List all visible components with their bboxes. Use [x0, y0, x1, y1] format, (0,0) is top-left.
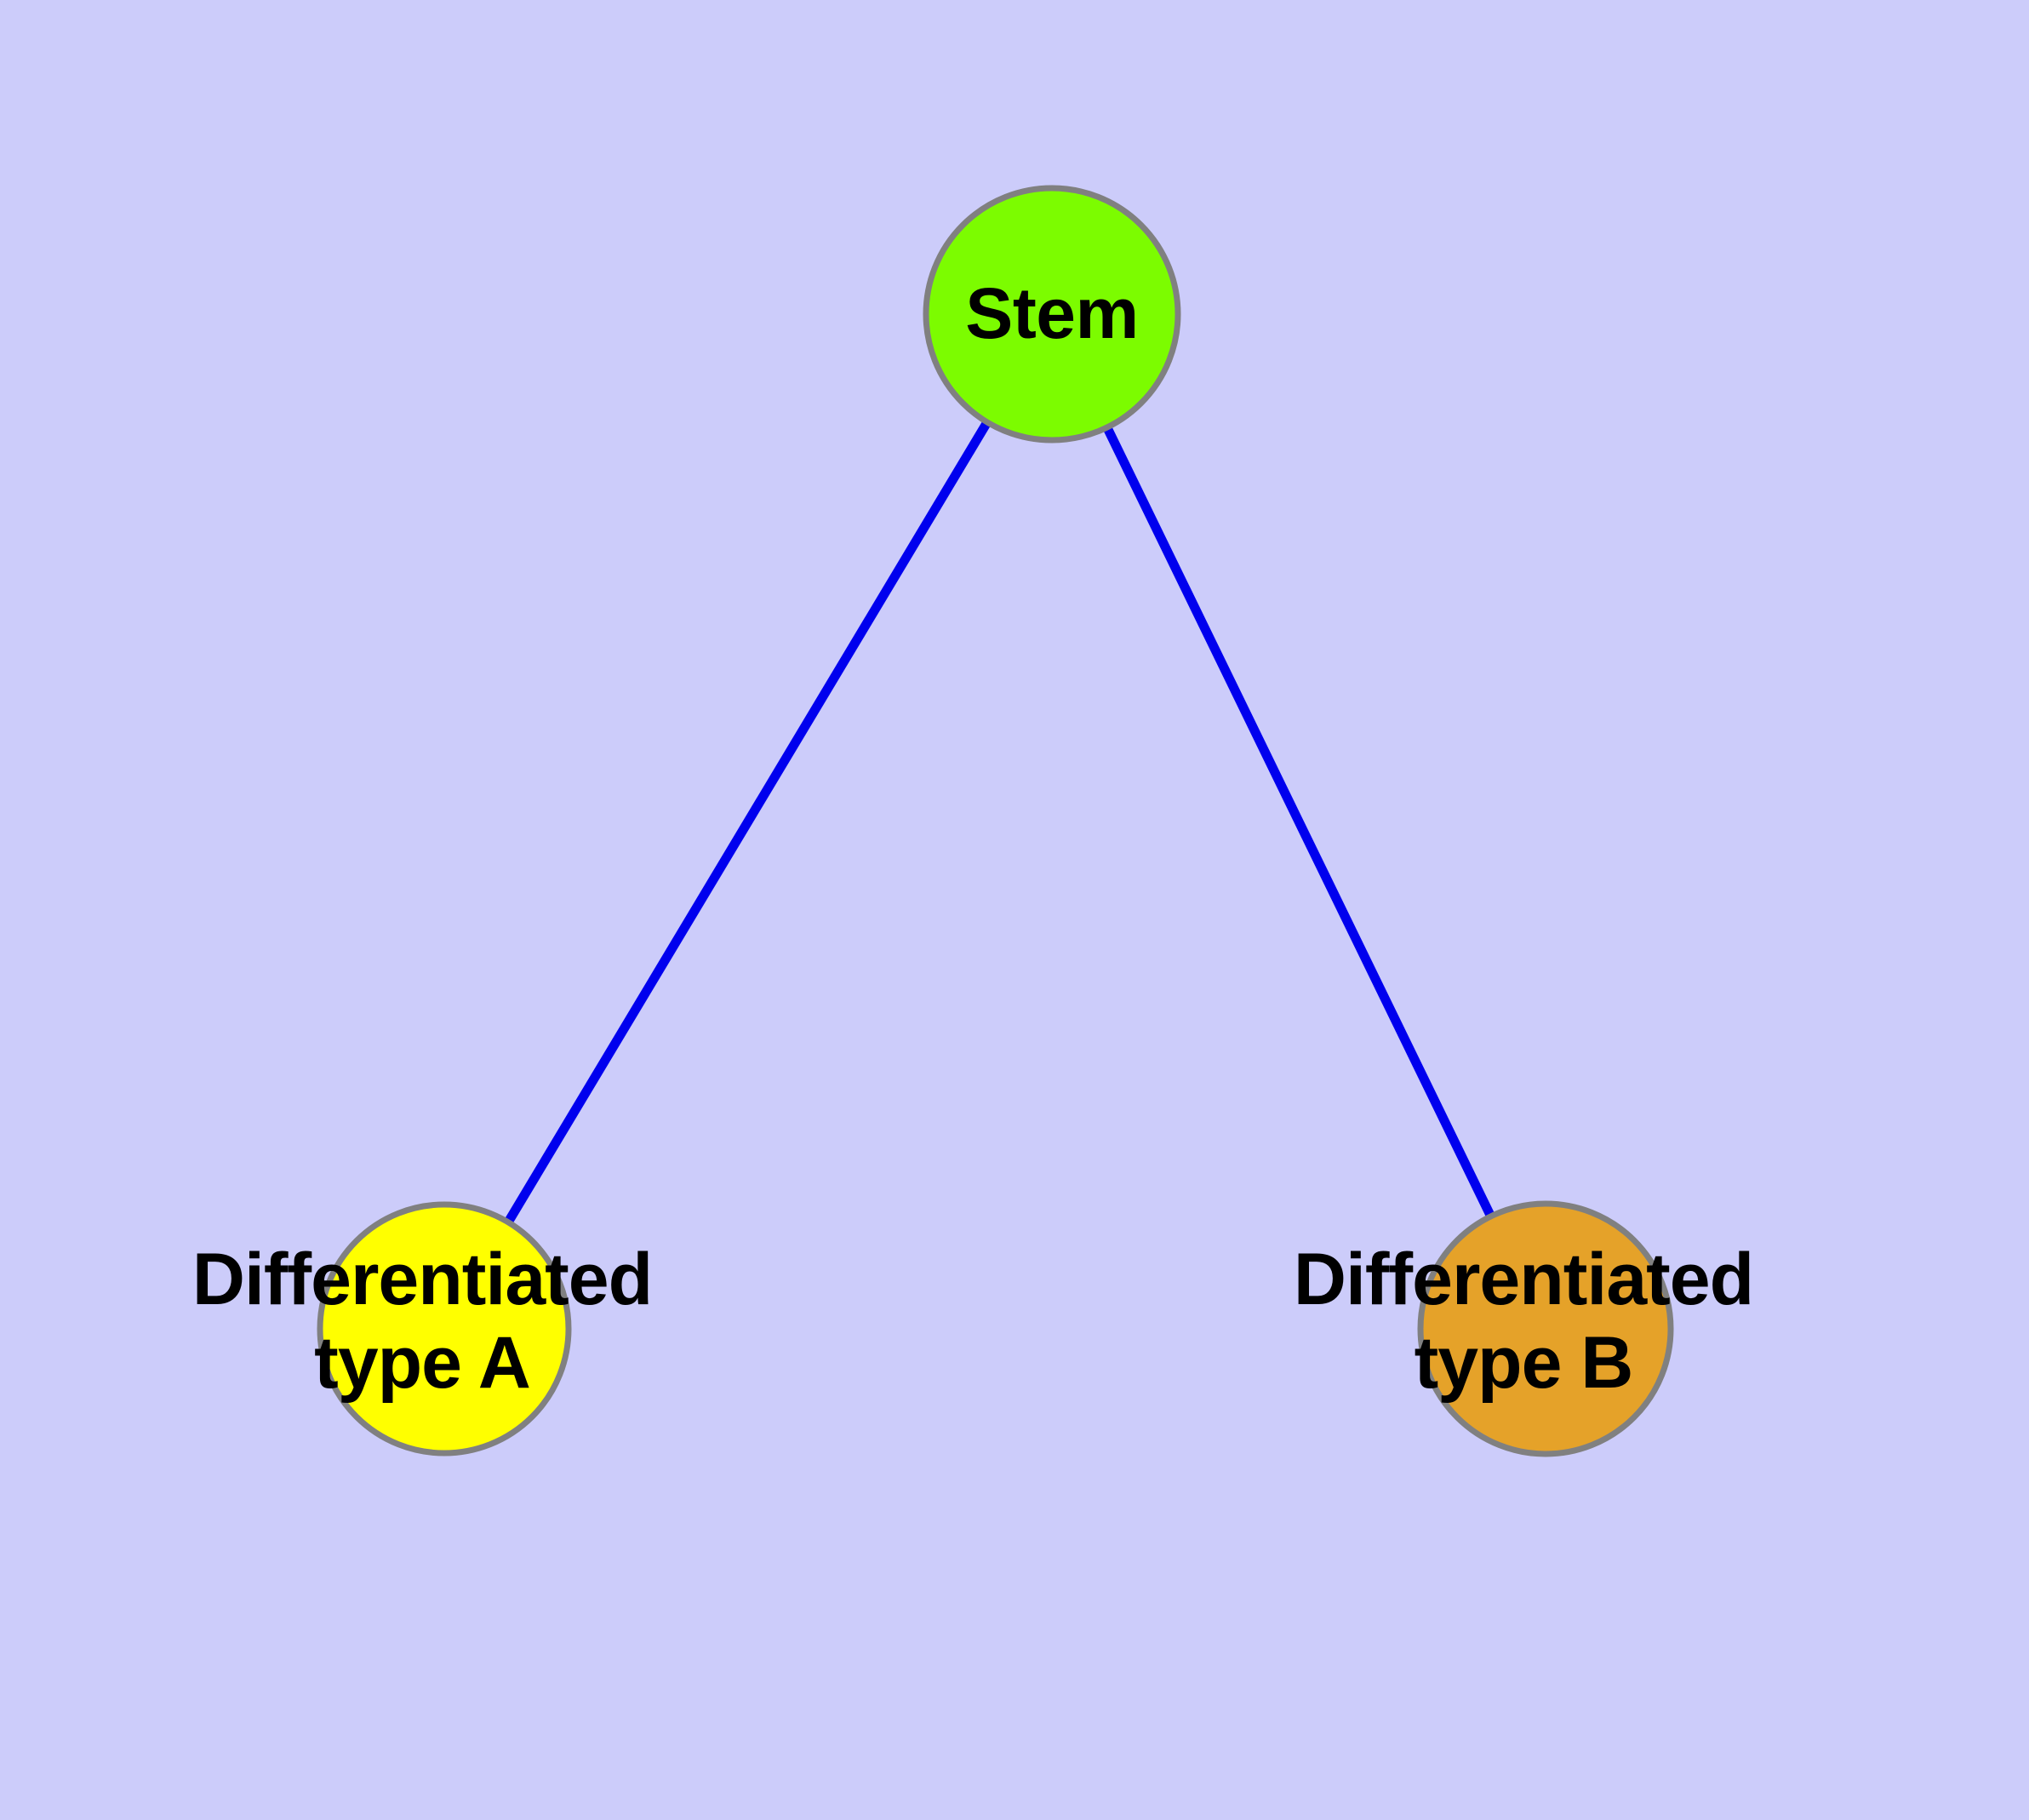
edges-group [440, 312, 1550, 1331]
graph-edge-stem-to-diff-b [1048, 312, 1550, 1331]
graph-node-stem[interactable] [923, 185, 1181, 444]
graph-node-diff-b[interactable] [1417, 1200, 1674, 1457]
graph-edge-stem-to-diff-a [440, 312, 1056, 1331]
nodes-group [317, 185, 1674, 1457]
graph-node-diff-a[interactable] [317, 1201, 572, 1457]
